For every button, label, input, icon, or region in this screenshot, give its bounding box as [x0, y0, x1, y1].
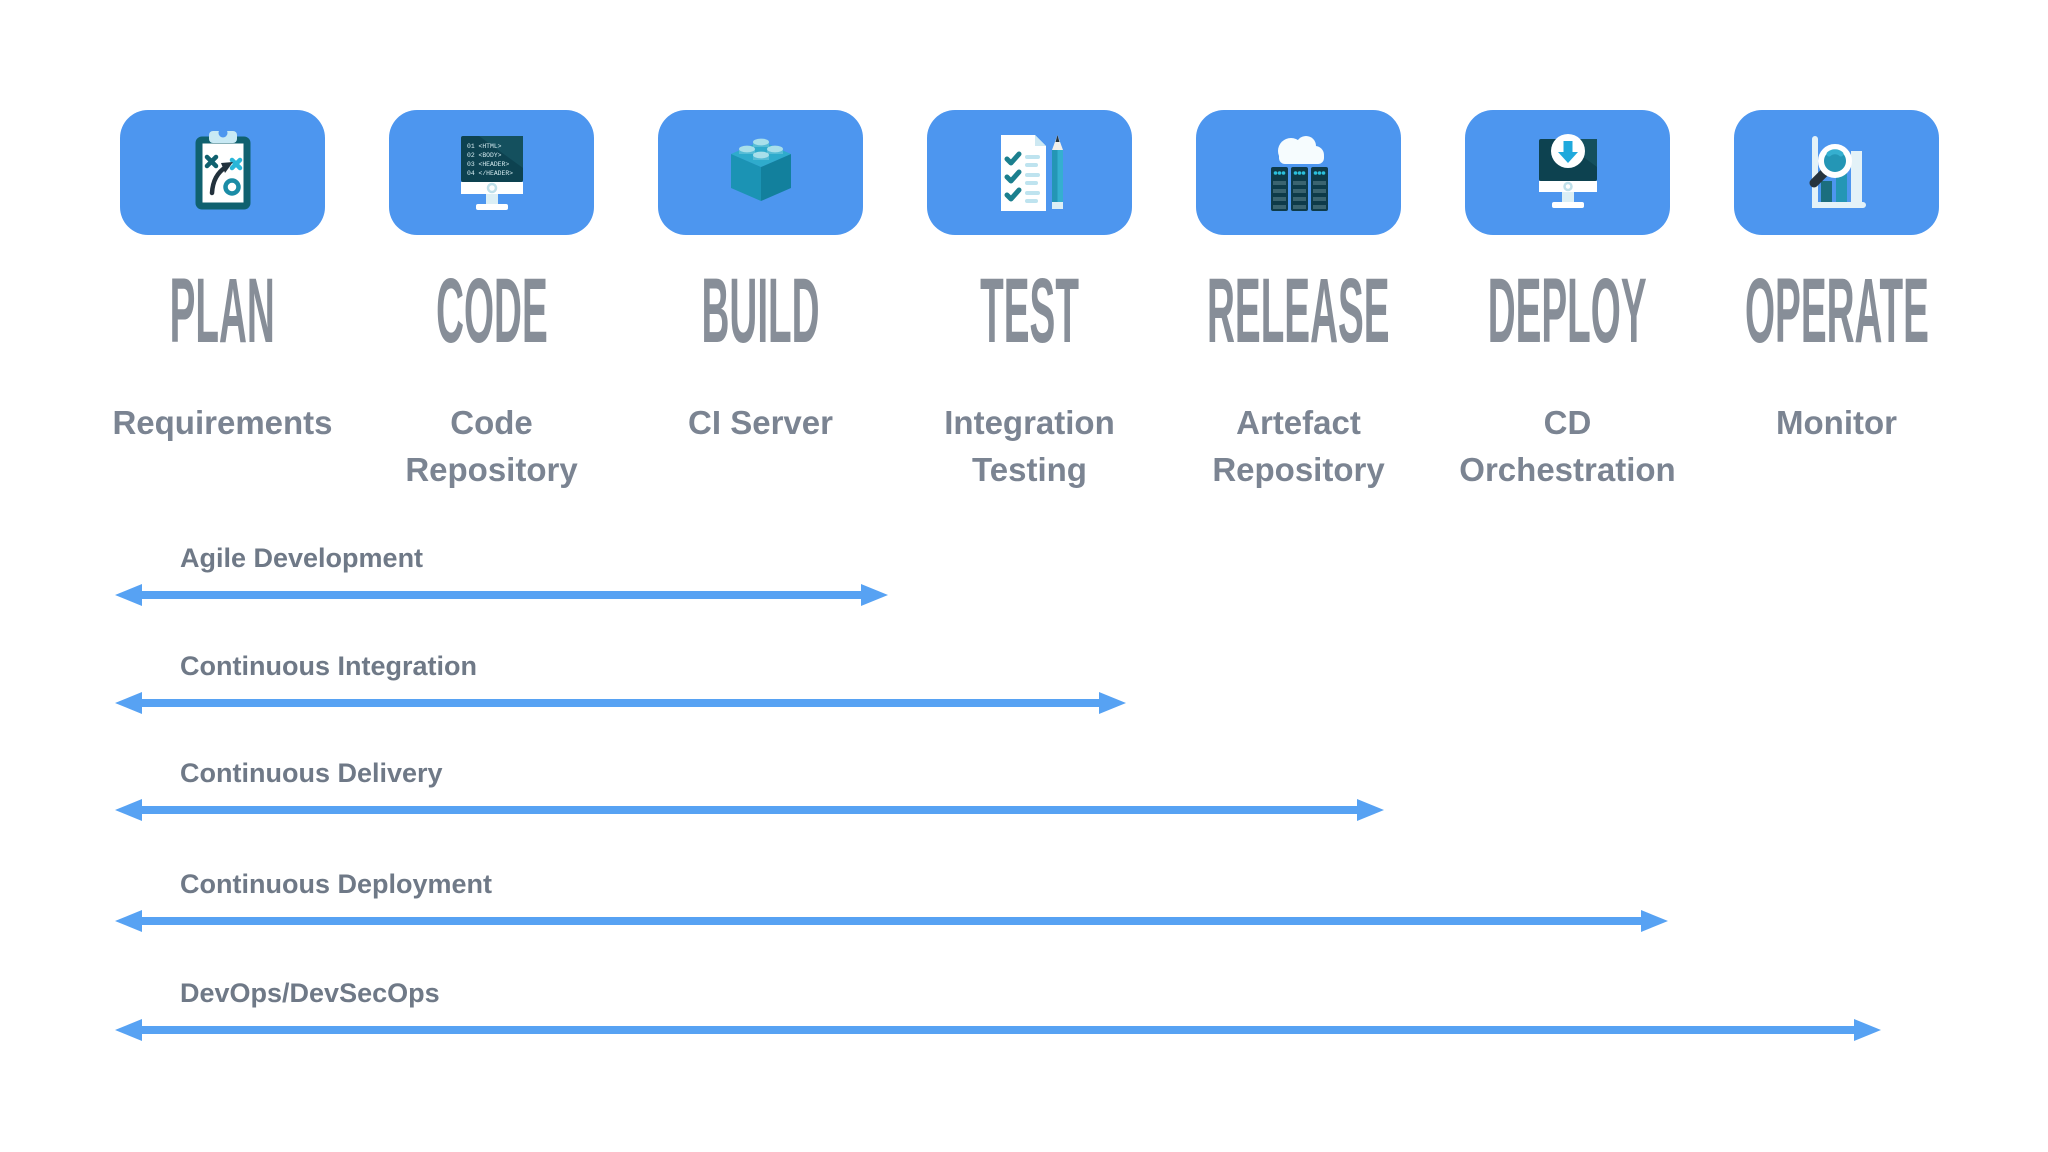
- arrow-line: [133, 1026, 1863, 1034]
- plan-icon: [195, 128, 250, 209]
- span-continuous-deployment: Continuous Deployment: [115, 866, 1668, 932]
- arrow-line: [133, 917, 1650, 925]
- build-icon: [730, 138, 791, 201]
- arrow-line: [133, 699, 1108, 707]
- stage-sublabel-plan: Requirements: [112, 404, 333, 441]
- span-continuous-delivery: Continuous Delivery: [115, 755, 1384, 821]
- arrow-line: [133, 806, 1366, 814]
- operate-card: [1734, 110, 1939, 235]
- arrow-left-head-icon: [115, 799, 142, 821]
- double-arrow: [115, 799, 1384, 821]
- arrow-left-head-icon: [115, 584, 142, 606]
- stage-sublabel-release: Artefact Repository: [1212, 404, 1385, 488]
- svg-text:03 <HEADER>: 03 <HEADER>: [467, 161, 509, 168]
- test-card: [927, 110, 1132, 235]
- double-arrow: [115, 1019, 1881, 1041]
- stage-plan: PLAN Requirements: [88, 110, 357, 493]
- svg-text:02 <BODY>: 02 <BODY>: [467, 152, 502, 159]
- span-label: Continuous Delivery: [180, 758, 443, 788]
- plan-card: [120, 110, 325, 235]
- svg-text:01 <HTML>: 01 <HTML>: [467, 143, 502, 150]
- deploy-card: [1465, 110, 1670, 235]
- stage-title-build: BUILD: [701, 260, 820, 362]
- stage-title-test: TEST: [980, 260, 1079, 362]
- stage-title-plan: PLAN: [169, 260, 276, 362]
- stage-test: TEST Integration Testing: [895, 110, 1164, 493]
- span-label: DevOps/DevSecOps: [180, 978, 440, 1008]
- build-card: [658, 110, 863, 235]
- span-continuous-integration: Continuous Integration: [115, 648, 1126, 714]
- stage-deploy: DEPLOY CD Orchestration: [1433, 110, 1702, 493]
- test-icon: [1000, 134, 1063, 211]
- stage-sublabel-code: Code Repository: [405, 404, 578, 488]
- svg-text:04 </HEADER>: 04 </HEADER>: [467, 170, 513, 177]
- arrow-right-head-icon: [1099, 692, 1126, 714]
- release-card: [1196, 110, 1401, 235]
- arrow-right-head-icon: [861, 584, 888, 606]
- stage-title-deploy: DEPLOY: [1488, 260, 1647, 362]
- span-label: Continuous Deployment: [180, 869, 492, 899]
- stage-row: PLAN Requirements 01 <HTML> 02 <BODY> 03…: [88, 110, 1971, 493]
- stage-code: 01 <HTML> 02 <BODY> 03 <HEADER> 04 </HEA…: [357, 110, 626, 493]
- double-arrow: [115, 692, 1126, 714]
- arrow-line: [133, 591, 870, 599]
- stage-title-code: CODE: [435, 260, 548, 362]
- span-label: Continuous Integration: [180, 651, 477, 681]
- stage-title-operate: OPERATE: [1744, 260, 1929, 362]
- stage-sublabel-operate: Monitor: [1776, 404, 1897, 441]
- arrow-left-head-icon: [115, 692, 142, 714]
- stage-sublabel-test: Integration Testing: [944, 404, 1115, 488]
- operate-icon: [1809, 135, 1866, 208]
- arrow-left-head-icon: [115, 1019, 142, 1041]
- stage-operate: OPERATE Monitor: [1702, 110, 1971, 493]
- deploy-icon: [1538, 133, 1597, 208]
- stage-sublabel-build: CI Server: [688, 404, 833, 441]
- span-devops-devsecops: DevOps/DevSecOps: [115, 975, 1881, 1041]
- double-arrow: [115, 584, 888, 606]
- code-icon: 01 <HTML> 02 <BODY> 03 <HEADER> 04 </HEA…: [460, 135, 523, 210]
- stage-title-release: RELEASE: [1207, 260, 1390, 362]
- release-icon: [1270, 135, 1328, 211]
- arrow-left-head-icon: [115, 910, 142, 932]
- span-agile-development: Agile Development: [115, 540, 888, 606]
- stage-release: RELEASE Artefact Repository: [1164, 110, 1433, 493]
- stage-build: BUILD CI Server: [626, 110, 895, 493]
- arrow-right-head-icon: [1854, 1019, 1881, 1041]
- span-label: Agile Development: [180, 543, 424, 573]
- arrow-right-head-icon: [1641, 910, 1668, 932]
- code-card: 01 <HTML> 02 <BODY> 03 <HEADER> 04 </HEA…: [389, 110, 594, 235]
- double-arrow: [115, 910, 1668, 932]
- arrow-right-head-icon: [1357, 799, 1384, 821]
- stage-sublabel-deploy: CD Orchestration: [1459, 404, 1676, 488]
